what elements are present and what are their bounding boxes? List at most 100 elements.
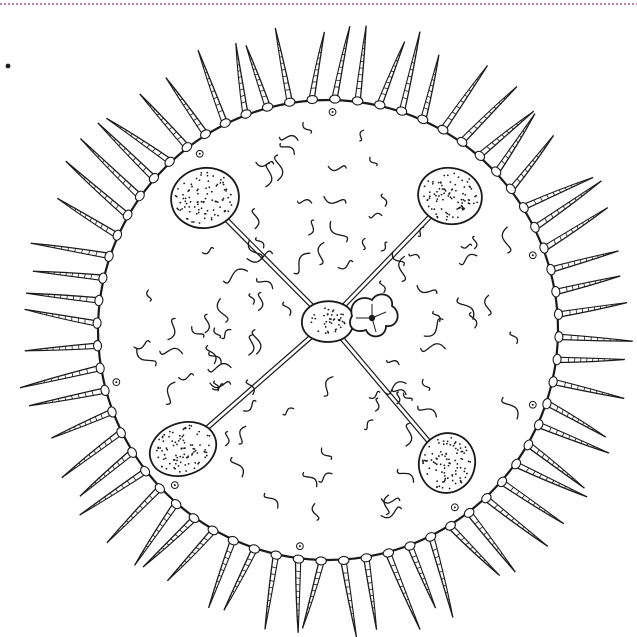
gonad-stipple (173, 445, 175, 447)
tentacle-segment (540, 197, 542, 201)
wavy-thread (202, 247, 213, 253)
gonad-stipple (459, 443, 461, 445)
tentacle-segment (103, 160, 105, 162)
manubrium-stipple (314, 318, 316, 320)
tentacle-segment (562, 264, 563, 269)
gonad-stipple (469, 185, 471, 187)
manubrium-stipple (333, 319, 335, 321)
gonad-stipple (194, 206, 196, 208)
wavy-thread (312, 504, 319, 520)
manubrium-stipple (311, 317, 313, 319)
tentacle-segment (549, 427, 551, 431)
tentacle-segment (108, 470, 110, 473)
gonad-stipple (434, 462, 436, 464)
gonad-stipple (198, 209, 200, 211)
tentacle-segment (118, 530, 119, 532)
gonad-stipple (200, 172, 202, 174)
tentacle-segment (560, 236, 562, 240)
tentacle-bulb (293, 554, 304, 563)
tentacle-segment (537, 156, 539, 158)
gonad-stipple (446, 216, 448, 218)
manubrium-stipple (343, 322, 345, 324)
tentacle-segment (367, 576, 371, 577)
tentacle-segment (79, 371, 80, 375)
gonad-stipple (466, 450, 468, 452)
gonad-stipple (200, 174, 202, 176)
gonad-stipple (189, 428, 191, 430)
tentacle-segment (285, 90, 290, 91)
gonad-stipple (185, 197, 187, 199)
tentacle-segment (502, 135, 505, 137)
tentacle-segment (80, 296, 81, 300)
tentacle-segment (403, 97, 407, 98)
gonad-stipple (178, 440, 180, 442)
tentacle-segment (204, 538, 208, 540)
tentacle-segment (181, 565, 183, 566)
tentacle-segment (73, 296, 74, 300)
gonad-stipple (438, 195, 440, 197)
wavy-thread (397, 392, 400, 404)
wavy-thread (399, 256, 406, 281)
manubrium-stipple (331, 314, 333, 316)
tentacle-segment (572, 286, 573, 290)
gonad-stipple (447, 441, 449, 443)
gonad-stipple (449, 444, 451, 446)
wavy-thread (303, 123, 312, 133)
tentacle-segment (492, 142, 495, 145)
gonad-stipple (470, 188, 472, 190)
gonad-stipple (451, 188, 453, 190)
gonad-stipple (444, 478, 446, 480)
gonad-stipple (178, 465, 180, 467)
gonad-stipple (222, 199, 224, 201)
gonad-stipple (189, 211, 191, 213)
gonad-stipple (434, 193, 436, 195)
tentacle-segment (542, 454, 544, 458)
gonad-stipple (166, 447, 168, 449)
tentacle-segment (113, 170, 115, 173)
tentacle-segment (126, 520, 128, 522)
wavy-thread (134, 341, 150, 349)
tentacle-segment (207, 78, 210, 79)
gonad-stipple (191, 186, 193, 188)
gonad-stipple (457, 449, 459, 451)
gonad-stipple (432, 183, 434, 185)
gonad-stipple (465, 476, 467, 478)
tentacle-segment (533, 160, 535, 163)
tentacle-segment (525, 169, 527, 172)
tentacle-segment (84, 177, 85, 179)
gonad-stipple (191, 444, 193, 446)
gonad-stipple (183, 182, 185, 184)
gonad-stipple (206, 193, 208, 195)
manubrium-stipple (332, 311, 334, 313)
tentacle-segment (504, 558, 506, 559)
tentacle-segment (92, 391, 93, 396)
wavy-thread (214, 328, 221, 338)
tentacle-segment (427, 96, 431, 98)
tentacle-segment (190, 113, 193, 115)
gonad-stipple (449, 488, 451, 490)
gonad-stipple (205, 198, 207, 200)
gonad-stipple (468, 178, 470, 180)
gonad-stipple (428, 206, 430, 208)
gonad-stipple (448, 458, 450, 460)
gonad-stipple (225, 190, 227, 192)
wavy-thread (275, 155, 283, 180)
tentacle-segment (105, 442, 107, 446)
gonad-stipple (441, 194, 443, 196)
tentacle-segment (120, 127, 122, 128)
wavy-thread (417, 286, 437, 294)
gonad-stipple (213, 209, 215, 211)
gonad-stipple (456, 452, 458, 454)
tentacle-segment (284, 83, 288, 84)
gonad-stipple (229, 201, 231, 203)
tentacle-segment (116, 205, 118, 209)
tentacle-segment (516, 491, 519, 494)
tentacle-segment (167, 512, 171, 515)
gonad-stipple (164, 454, 166, 456)
gonad-stipple (445, 453, 447, 455)
tentacle-segment (239, 83, 242, 84)
tentacle-bulb (94, 295, 103, 306)
tentacle-segment (145, 501, 148, 504)
wavy-thread (502, 227, 511, 253)
